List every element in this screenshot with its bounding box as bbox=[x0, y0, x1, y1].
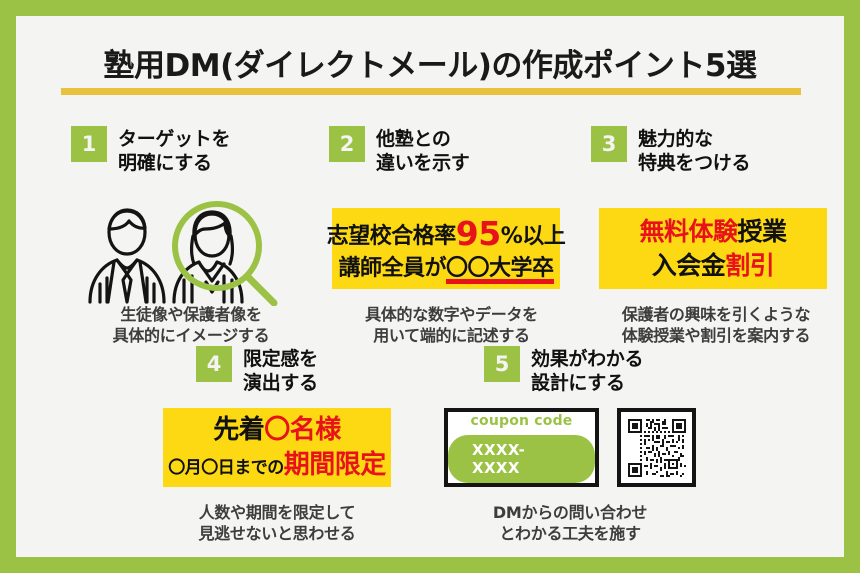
point-2-sample-line1-a: 志望校合格率 bbox=[326, 224, 457, 250]
point-5-heading-line2: 設計にする bbox=[531, 372, 625, 395]
point-4-sample-line2-a: 〇月〇日までの bbox=[168, 457, 284, 478]
qr-code-card bbox=[617, 408, 696, 487]
point-3-caption-line2: 体験授業や割引を案内する bbox=[621, 326, 811, 346]
point-card-4: 4 限定感を 演出する bbox=[196, 346, 441, 396]
point-2-sample-line2-a: 講師全員が bbox=[338, 255, 446, 281]
point-4-number-badge: 4 bbox=[196, 346, 232, 382]
point-4-caption-line2: 見逃せないと思わせる bbox=[198, 524, 356, 544]
point-2-heading: 他塾との 違いを示す bbox=[376, 126, 470, 176]
point-5-caption-line2: とわかる工夫を施す bbox=[499, 524, 641, 544]
coupon-code-label: coupon code bbox=[470, 412, 573, 429]
point-4-heading-line2: 演出する bbox=[243, 372, 318, 395]
point-5-caption-line1: DMからの問い合わせ bbox=[492, 503, 648, 522]
point-4-sample-line1: 先着〇名様 bbox=[213, 416, 341, 444]
coupon-code-value: XXXX-XXXX bbox=[448, 434, 595, 483]
point-4-heading: 限定感を 演出する bbox=[243, 346, 318, 396]
point-2-caption: 具体的な数字やデータを 用いて端的に記述する bbox=[329, 304, 574, 347]
point-3-caption-line1: 保護者の興味を引くような bbox=[621, 305, 811, 324]
point-card-2: 2 他塾との 違いを示す bbox=[329, 126, 574, 176]
people-magnifier-icon bbox=[88, 201, 278, 307]
point-5-header: 5 効果がわかる 設計にする bbox=[484, 346, 734, 396]
page-title: 塾用DM(ダイレクトメール)の作成ポイント5選 bbox=[103, 48, 758, 84]
point-4-sample-box: 先着〇名様 〇月〇日までの期間限定 bbox=[163, 408, 391, 487]
point-4-heading-line1: 限定感を bbox=[243, 348, 318, 370]
point-4-caption-line1: 人数や期間を限定して bbox=[198, 503, 356, 522]
point-3-sample-line1-b: 授業 bbox=[737, 217, 788, 246]
point-1-header: 1 ターゲットを 明確にする bbox=[71, 126, 311, 176]
point-3-sample-line2-a: 入会金 bbox=[651, 251, 726, 280]
page-title-block: 塾用DM(ダイレクトメール)の作成ポイント5選 bbox=[16, 48, 844, 85]
point-1-number-badge: 1 bbox=[71, 126, 107, 162]
point-5-heading: 効果がわかる 設計にする bbox=[531, 346, 644, 396]
point-1-caption-line2: 具体的にイメージする bbox=[112, 326, 270, 346]
point-2-caption-line1: 具体的な数字やデータを bbox=[365, 305, 538, 324]
point-4-sample-line2: 〇月〇日までの期間限定 bbox=[168, 449, 387, 480]
point-1-caption-line1: 生徒像や保護者像を bbox=[120, 305, 262, 324]
people-magnifier-illustration bbox=[78, 196, 303, 307]
qr-code-icon bbox=[627, 418, 686, 477]
point-4-sample-line2-b: 期間限定 bbox=[283, 449, 387, 480]
point-2-number-badge: 2 bbox=[329, 126, 365, 162]
poster-canvas: 塾用DM(ダイレクトメール)の作成ポイント5選 1 ターゲットを 明確にする bbox=[16, 16, 844, 557]
point-1-caption: 生徒像や保護者像を 具体的にイメージする bbox=[71, 304, 311, 347]
point-2-caption-line2: 用いて端的に記述する bbox=[373, 326, 530, 346]
point-2-sample-number: 95 bbox=[455, 214, 501, 254]
point-card-5: 5 効果がわかる 設計にする bbox=[484, 346, 734, 396]
point-5-heading-line1: 効果がわかる bbox=[531, 348, 644, 370]
coupon-card: coupon code XXXX-XXXX bbox=[444, 408, 599, 487]
point-1-heading-line1: ターゲットを bbox=[118, 128, 231, 150]
point-3-heading-line1: 魅力的な bbox=[638, 128, 713, 150]
point-3-sample-box: 無料体験授業 入会金割引 bbox=[599, 208, 827, 289]
point-5-caption: DMからの問い合わせ とわかる工夫を施す bbox=[444, 502, 696, 545]
point-3-sample-line2-b: 割引 bbox=[725, 251, 775, 280]
point-1-heading: ターゲットを 明確にする bbox=[118, 126, 231, 176]
point-3-sample-line2: 入会金割引 bbox=[652, 252, 775, 279]
point-2-heading-line1: 他塾との bbox=[376, 128, 451, 150]
point-4-sample-line1-a: 先着 bbox=[213, 415, 265, 446]
point-2-sample-line2-b: 〇〇大学卒 bbox=[446, 255, 554, 284]
point-card-1: 1 ターゲットを 明確にする bbox=[71, 126, 311, 176]
point-2-sample-line2: 講師全員が〇〇大学卒 bbox=[338, 255, 554, 284]
point-5-number-badge: 5 bbox=[484, 346, 520, 382]
point-2-header: 2 他塾との 違いを示す bbox=[329, 126, 574, 176]
point-card-3: 3 魅力的な 特典をつける bbox=[591, 126, 836, 176]
point-4-header: 4 限定感を 演出する bbox=[196, 346, 441, 396]
point-3-heading: 魅力的な 特典をつける bbox=[638, 126, 751, 176]
point-3-heading-line2: 特典をつける bbox=[638, 152, 751, 175]
point-4-sample-line1-b: 〇名様 bbox=[264, 415, 341, 446]
point-2-sample-line1: 志望校合格率95%以上 bbox=[327, 216, 566, 252]
point-3-number-badge: 3 bbox=[591, 126, 627, 162]
point-3-header: 3 魅力的な 特典をつける bbox=[591, 126, 836, 176]
point-2-sample-box: 志望校合格率95%以上 講師全員が〇〇大学卒 bbox=[327, 208, 566, 289]
magnifier-icon bbox=[172, 201, 278, 307]
point-2-heading-line2: 違いを示す bbox=[376, 152, 470, 175]
point-3-sample-line1: 無料体験授業 bbox=[639, 217, 788, 246]
point-1-heading-line2: 明確にする bbox=[118, 152, 212, 175]
point-2-sample-line1-c: %以上 bbox=[500, 224, 566, 250]
title-underline-rule bbox=[61, 88, 801, 95]
point-3-caption: 保護者の興味を引くような 体験授業や割引を案内する bbox=[591, 304, 841, 347]
point-4-caption: 人数や期間を限定して 見逃せないと思わせる bbox=[163, 502, 391, 545]
point-3-sample-line1-a: 無料体験 bbox=[639, 217, 738, 246]
